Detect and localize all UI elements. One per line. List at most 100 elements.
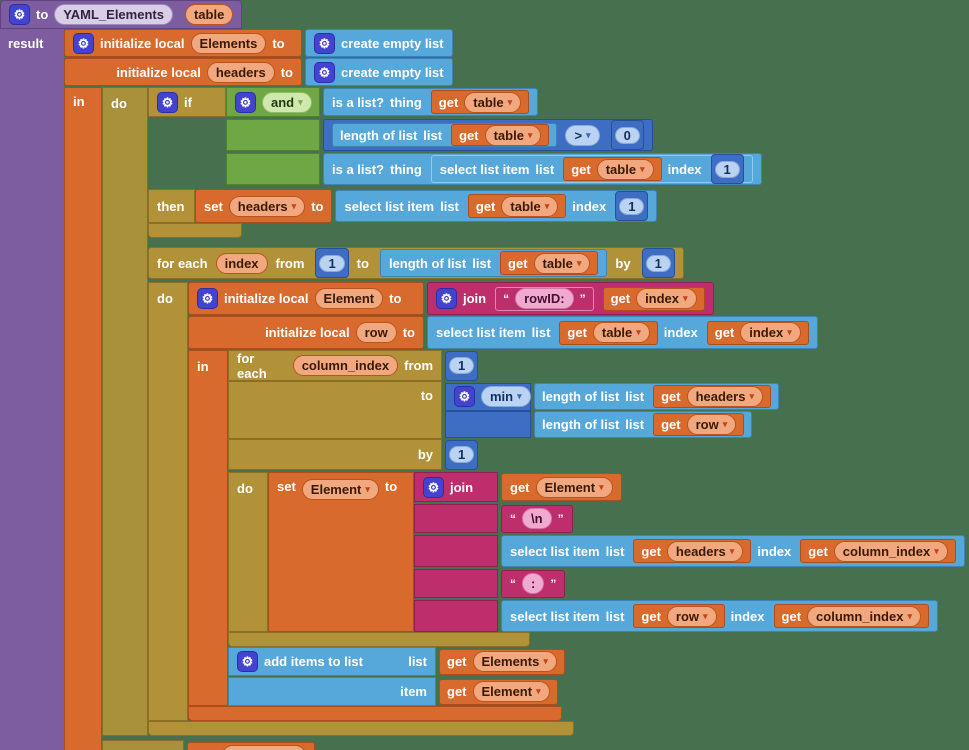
and-block[interactable]: ⚙ and▾ is a list? thing [226,87,762,185]
min-header[interactable]: ⚙ min▾ [445,382,531,411]
number-field[interactable]: 1 [319,254,345,272]
variable-dropdown[interactable]: Elements▾ [472,651,557,672]
text-string-block[interactable]: “ \n ” [501,504,573,533]
number-block[interactable]: 1 [710,154,744,184]
join-block[interactable]: ⚙ join “ rowID: ” [427,282,714,315]
length-of-list-block[interactable]: length of list list get row▾ [534,410,753,438]
init-headers-row[interactable]: initialize local headers to [64,58,302,86]
get-headers-block[interactable]: get headers▾ [633,539,752,563]
variable-dropdown[interactable]: headers▾ [666,540,744,562]
procedure-name-field[interactable]: YAML_Elements [54,4,173,25]
get-table-block[interactable]: get table▾ [563,157,662,181]
mutator-gear-icon[interactable]: ⚙ [235,91,256,113]
get-table-block[interactable]: get table▾ [500,251,599,275]
string-field[interactable]: : [522,573,545,594]
mutator-gear-icon[interactable]: ⚙ [73,32,94,54]
get-table-block[interactable]: get table▾ [430,90,530,114]
compare-block[interactable]: length of list list get table▾ [323,119,653,151]
mutator-gear-icon[interactable]: ⚙ [314,61,335,83]
create-empty-list-block[interactable]: ⚙ create empty list [305,58,453,86]
init-row-row[interactable]: initialize local row to [188,316,424,349]
variable-dropdown[interactable]: table▾ [596,158,654,180]
get-element-block[interactable]: get Element▾ [439,678,558,705]
join-header[interactable]: ⚙ join [414,472,498,502]
procedure-param-field[interactable]: table [184,4,234,25]
local-name-field[interactable]: row [355,322,397,343]
mutator-gear-icon[interactable]: ⚙ [197,288,218,309]
variable-dropdown[interactable]: Element▾ [535,476,613,498]
mutator-gear-icon[interactable]: ⚙ [157,91,178,113]
variable-dropdown[interactable]: Elements▾ [221,745,306,750]
variable-dropdown[interactable]: row▾ [666,605,717,627]
variable-dropdown[interactable]: table▾ [533,252,591,274]
mutator-gear-icon[interactable]: ⚙ [314,32,335,54]
and-dropdown[interactable]: and▾ [262,91,312,113]
get-row-block[interactable]: get row▾ [653,412,745,436]
min-block[interactable]: ⚙ min▾ length of list [445,382,779,438]
variable-dropdown[interactable]: table▾ [592,322,650,343]
variable-dropdown[interactable]: column_index▾ [833,540,948,562]
add-items-to-list-block[interactable]: ⚙ add items to list list get [228,647,565,706]
get-elements-block[interactable]: get Elements▾ [439,648,565,675]
if-block[interactable]: ⚙ if ⚙ and▾ [148,87,762,238]
get-table-block[interactable]: get table▾ [451,124,550,146]
get-index-block[interactable]: get index▾ [706,320,809,345]
variable-dropdown[interactable]: headers▾ [228,195,306,217]
select-list-item-block[interactable]: select list item list get table▾ [430,154,753,184]
text-string-block[interactable]: “ rowID: ” [495,286,594,311]
length-of-list-block[interactable]: length of list list get table▾ [379,249,608,277]
number-block[interactable]: 1 [445,439,479,470]
variable-dropdown[interactable]: index▾ [636,288,697,309]
loop-var-field[interactable]: index [215,252,268,274]
get-table-block[interactable]: get table▾ [559,320,658,345]
get-column-index-block[interactable]: get column_index▾ [800,539,956,563]
set-element-header[interactable]: set Element▾ to [268,472,414,632]
select-list-item-block[interactable]: select list item list get row▾ [501,600,938,632]
get-table-block[interactable]: get table▾ [467,194,567,218]
init-elements-row[interactable]: ⚙ initialize local Elements to [64,29,302,57]
length-of-list-block[interactable]: length of list list get headers▾ [534,383,779,410]
join-block[interactable]: ⚙ join get [414,472,965,632]
do-result-block[interactable]: do ⚙ if [102,87,965,750]
select-list-item-block[interactable]: select list item list get table▾ index [335,190,658,222]
number-block[interactable]: 0 [610,120,644,150]
string-field[interactable]: \n [522,508,552,529]
variable-dropdown[interactable]: table▾ [501,195,559,217]
number-field[interactable]: 1 [449,446,475,463]
foreach-column-block[interactable]: for each column_index from 1 [228,350,965,647]
variable-dropdown[interactable]: table▾ [484,124,542,146]
get-column-index-block[interactable]: get column_index▾ [773,604,929,628]
variable-dropdown[interactable]: Element▾ [472,681,550,702]
add-items-header[interactable]: ⚙ add items to list list [228,647,436,676]
min-dropdown[interactable]: min▾ [481,386,531,407]
set-headers-block[interactable]: set headers▾ to [195,189,333,223]
get-index-block[interactable]: get index▾ [602,286,705,311]
is-a-list-block[interactable]: is a list? thing get table▾ [323,88,539,116]
string-field[interactable]: rowID: [515,288,574,309]
is-a-list-block[interactable]: is a list? thing select list item list [323,153,762,185]
local-name-field[interactable]: Elements [190,32,267,54]
variable-dropdown[interactable]: row▾ [686,413,737,435]
text-string-block[interactable]: “ : ” [501,569,566,598]
and-header[interactable]: ⚙ and▾ [226,87,320,117]
number-block[interactable]: 1 [445,350,479,381]
variable-dropdown[interactable]: Element▾ [301,479,379,500]
number-field[interactable]: 1 [449,357,475,374]
init-element-row[interactable]: ⚙ initialize local Element to [188,282,424,315]
variable-dropdown[interactable]: index▾ [740,322,801,343]
variable-dropdown[interactable]: table▾ [464,91,522,113]
mutator-gear-icon[interactable]: ⚙ [436,288,457,309]
if-header[interactable]: ⚙ if [148,87,226,117]
variable-dropdown[interactable]: column_index▾ [807,605,921,627]
number-field[interactable]: 0 [614,126,640,144]
number-block[interactable]: 1 [641,248,675,278]
loop-var-field[interactable]: column_index [292,355,399,376]
set-element-block[interactable]: set Element▾ to [268,472,965,632]
local-name-field[interactable]: Element [314,288,384,309]
foreach-index-header[interactable]: for each index from 1 to length of list … [148,247,684,279]
procedure-header[interactable]: ⚙ to YAML_Elements table [0,0,243,29]
mutator-gear-icon[interactable]: ⚙ [237,651,258,672]
number-field[interactable]: 1 [645,254,671,272]
